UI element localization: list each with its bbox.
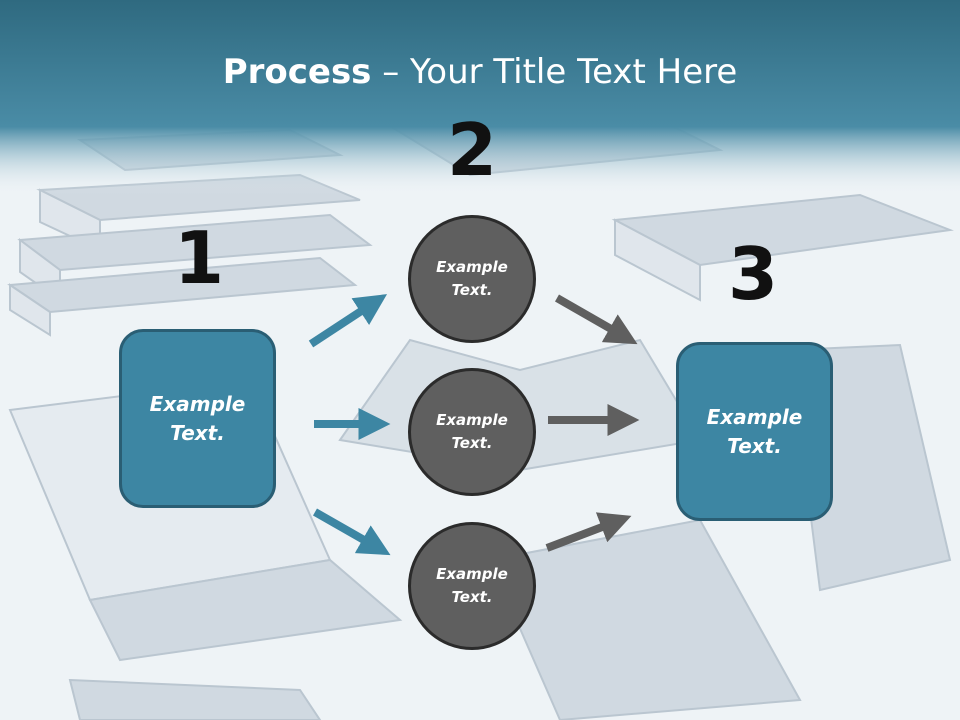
step-3-box: Example Text. xyxy=(676,342,833,521)
page-title: Process – Your Title Text Here xyxy=(0,52,960,92)
step-number-1: 1 xyxy=(173,216,225,300)
arrow-top-to-3 xyxy=(555,294,638,345)
step-1-box: Example Text. xyxy=(119,329,276,508)
arrow-1-to-bottom xyxy=(313,508,391,556)
step-2-circle-top: Example Text. xyxy=(408,215,536,343)
title-bold: Process xyxy=(222,52,372,92)
title-rest: – Your Title Text Here xyxy=(371,52,738,92)
step-number-3: 3 xyxy=(727,232,779,316)
arrow-1-to-top xyxy=(308,294,388,348)
step-number-2: 2 xyxy=(446,108,498,192)
step-2-circle-middle: Example Text. xyxy=(408,368,536,496)
arrow-bottom-to-3 xyxy=(545,512,632,552)
step-2-circle-bottom: Example Text. xyxy=(408,522,536,650)
